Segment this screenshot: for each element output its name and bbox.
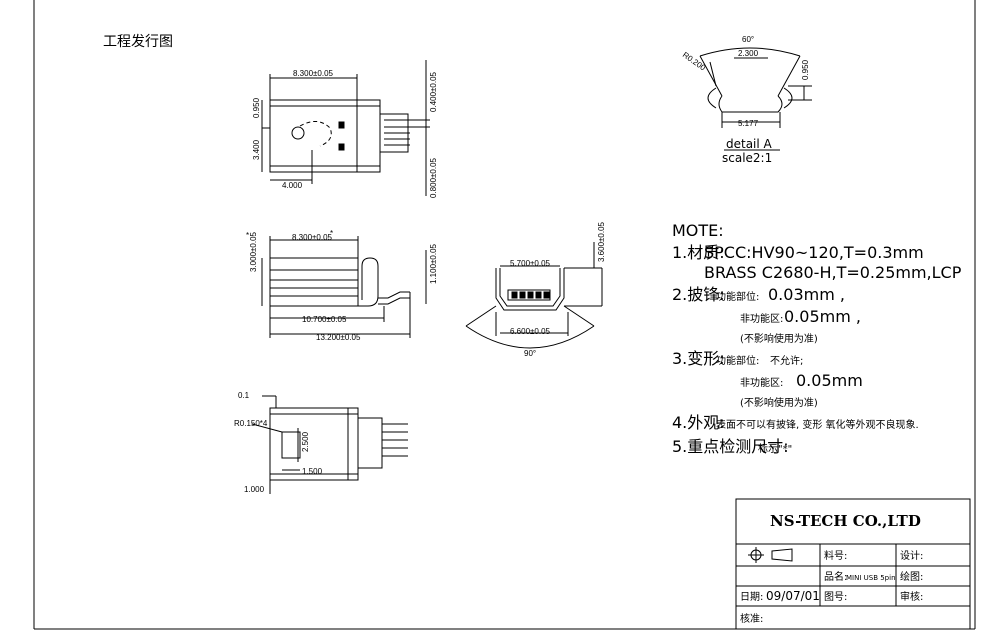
front-view bbox=[465, 242, 603, 349]
tb-code-label: 料号: bbox=[824, 549, 847, 562]
side-star-2: * bbox=[330, 229, 333, 238]
top-dim-width: 0.800±0.05 bbox=[429, 157, 438, 198]
detail-title: detail A bbox=[726, 137, 773, 151]
tb-date-label: 日期: bbox=[740, 591, 763, 603]
side-view bbox=[261, 236, 427, 338]
side-dim-length: 8.300±0.05 bbox=[292, 233, 333, 242]
top-dim-4000: 4.000 bbox=[282, 181, 303, 190]
drawing-title: 工程发行图 bbox=[103, 34, 173, 50]
side-star-1: * bbox=[246, 231, 249, 240]
bottom-dim-1000: 1.000 bbox=[244, 485, 265, 494]
note-1-b: BRASS C2680-H,T=0.25mm,LCP bbox=[704, 263, 962, 282]
bottom-view bbox=[251, 395, 408, 494]
top-dim-pitch: 0.400±0.05 bbox=[429, 71, 438, 112]
note-2-label: 2.披锋: bbox=[672, 285, 725, 304]
bottom-dim-radius: R0.150*4 bbox=[234, 419, 268, 428]
side-dim-height: 3.000±0.05 bbox=[249, 231, 258, 272]
detail-dim-5177: 5.177 bbox=[738, 119, 759, 128]
note-1-a: SPCC:HV90~120,T=0.3mm bbox=[704, 243, 924, 262]
detail-dim-angle: 60° bbox=[742, 35, 754, 44]
note-3-a-label: 功能部位: bbox=[716, 354, 759, 367]
detail-dim-radius: R0.200 bbox=[681, 50, 708, 72]
tb-num-label: 图号: bbox=[824, 591, 847, 603]
front-dim-3600: 3.600±0.05 bbox=[597, 221, 606, 262]
note-1-label: 1.材质: bbox=[672, 243, 725, 262]
bottom-dim-1500: 1.500 bbox=[302, 467, 323, 476]
tb-name-label: 品名: bbox=[824, 570, 847, 583]
bottom-dim-flat: 0.1 bbox=[238, 391, 250, 400]
bottom-dim-2500: 2.500 bbox=[301, 431, 310, 452]
front-dim-angle: 90° bbox=[524, 349, 536, 358]
detail-dim-2300: 2.300 bbox=[738, 49, 759, 58]
front-dim-5700: 5.700±0.05 bbox=[510, 259, 551, 268]
tb-draw-label: 绘图: bbox=[900, 570, 923, 583]
side-dim-10700: 10.700±0.05 bbox=[302, 315, 347, 324]
note-2-c: (不影响使用为准) bbox=[740, 332, 818, 345]
note-4-text: 表面不可以有披锋, 变形 氧化等外观不良现象. bbox=[716, 418, 919, 431]
tb-design-label: 设计: bbox=[900, 549, 923, 562]
top-dim-3400: 3.400 bbox=[252, 139, 261, 160]
top-dim-length: 8.300±0.05 bbox=[293, 69, 334, 78]
side-dim-13200: 13.200±0.05 bbox=[316, 333, 361, 342]
note-3-a: 不允许; bbox=[770, 354, 803, 367]
company-name: NS-TECH CO.,LTD bbox=[770, 512, 921, 530]
note-3-b-label: 非功能区: bbox=[740, 376, 783, 389]
tb-approve-label: 核准: bbox=[740, 612, 763, 625]
tb-check-label: 审核: bbox=[900, 590, 923, 603]
note-3-b: 0.05mm bbox=[796, 371, 863, 390]
notes-heading: MOTE: bbox=[672, 221, 724, 240]
note-5-label: 5.重点检测尺寸: bbox=[672, 437, 789, 456]
note-2-a: 0.03mm , bbox=[768, 285, 845, 304]
tb-name-value: MINI USB 5pin bbox=[846, 574, 896, 582]
tb-date-value: 09/07/01 bbox=[766, 589, 820, 603]
notes-block: MOTE: 1.材质: SPCC:HV90~120,T=0.3mm BRASS … bbox=[672, 221, 962, 456]
note-5-text: 标示"*" bbox=[758, 443, 792, 455]
front-dim-6600: 6.600±0.05 bbox=[510, 327, 551, 336]
top-view bbox=[261, 60, 430, 196]
title-block bbox=[735, 498, 971, 630]
note-2-b: 0.05mm , bbox=[784, 307, 861, 326]
note-3-c: (不影响使用为准) bbox=[740, 396, 818, 409]
note-3-label: 3.变形: bbox=[672, 349, 725, 368]
note-4-label: 4.外观: bbox=[672, 413, 725, 432]
side-dim-lead: 1.100±0.05 bbox=[429, 243, 438, 284]
top-dim-0950: 0.950 bbox=[252, 97, 261, 118]
note-2-a-label: 功能部位: bbox=[716, 290, 759, 303]
detail-a-view bbox=[699, 47, 812, 151]
note-2-b-label: 非功能区: bbox=[740, 312, 783, 325]
detail-scale: scale2:1 bbox=[722, 151, 772, 165]
detail-dim-0950: 0.950 bbox=[801, 59, 810, 80]
